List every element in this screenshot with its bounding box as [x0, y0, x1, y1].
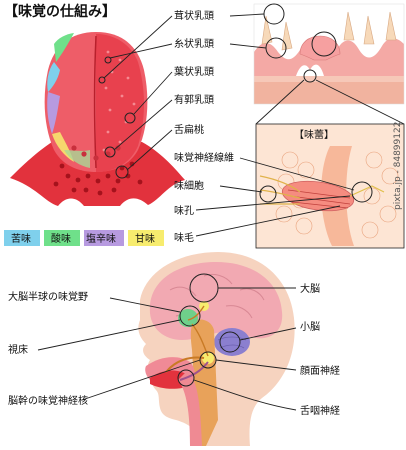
label-cerebellum: 小脳	[300, 321, 320, 333]
zone-sour-left	[54, 33, 74, 62]
taste-cell-marker	[259, 185, 277, 203]
nerve-fiber-marker	[351, 181, 373, 203]
nerve-fiber-leader	[239, 157, 355, 191]
page-title: 【味覚の仕組み】	[4, 3, 116, 20]
zone-salty	[47, 92, 60, 134]
brainstem-nucleus-spot	[202, 352, 214, 364]
label-facial-nerve: 顔面神経	[300, 364, 340, 377]
circumvallate-row	[71, 145, 121, 161]
gustatory-cortex-leader	[109, 297, 181, 313]
taste-pore-leader	[195, 195, 351, 211]
tonsil-marker	[115, 165, 129, 179]
filiform-spikes	[261, 11, 397, 51]
papillae-cross-section	[253, 3, 405, 105]
cerebellum-leader	[239, 327, 297, 341]
watermark-text: pixta.jp - 84899122	[393, 122, 403, 210]
section-marker-groove	[303, 69, 317, 83]
filiform-marker	[104, 56, 112, 64]
label-filiform: 糸状乳頭	[174, 37, 214, 50]
label-taste-cell: 味細胞	[174, 179, 204, 192]
label-nerve-fiber: 味覚神経線維	[174, 151, 234, 164]
taste-legend: 苦味 酸味 塩辛味 甘味	[4, 230, 164, 246]
taste-bud-body	[281, 180, 355, 212]
legend-label-salty: 塩辛味	[86, 232, 116, 245]
tonsil-leader	[126, 129, 173, 171]
circumvallate-marker	[104, 146, 116, 158]
label-foliate: 葉状乳頭	[174, 65, 214, 78]
legend-label-sour: 酸味	[51, 232, 71, 245]
legend-swatch-sweet	[128, 230, 164, 246]
brainstem-nucleus-leader	[81, 359, 201, 401]
glossopharyngeal-path	[179, 361, 209, 381]
label-glossopharyngeal: 舌咽神経	[300, 404, 340, 417]
label-thalamus: 視床	[8, 343, 28, 356]
thalamus-leader	[37, 319, 181, 351]
filiform-section-leader	[229, 43, 267, 49]
fungiform-section-leader	[229, 13, 265, 17]
section-marker-papilla	[311, 31, 337, 57]
label-taste-hair: 味毛	[174, 232, 194, 244]
label-gustatory-cortex: 大脳半球の味覚野	[8, 290, 88, 303]
pharynx-region	[10, 142, 185, 206]
taste-bud-header: 【味蕾】	[294, 128, 334, 141]
facial-nerve-leader	[215, 359, 297, 371]
label-taste-pore: 味孔	[174, 205, 194, 217]
taste-hair-leader	[195, 205, 341, 237]
tongue-right-half	[96, 34, 144, 172]
legend-swatch-sour	[44, 230, 80, 246]
legend-swatch-salty	[84, 230, 124, 246]
label-fungiform: 茸状乳頭	[174, 9, 214, 22]
label-tonsil: 舌扁桃	[174, 123, 204, 136]
zone-bitter	[47, 62, 60, 92]
cerebellum-marker	[219, 331, 241, 353]
legend-label-bitter: 苦味	[11, 232, 31, 245]
taste-cell-leader	[219, 185, 263, 193]
foliate-leader	[133, 71, 173, 115]
zoom-line-right	[315, 79, 405, 125]
glossopharyngeal-leader	[193, 379, 297, 411]
glossopharyngeal-marker	[177, 369, 195, 387]
taste-bud-panel: 【味蕾】	[255, 123, 405, 249]
filiform-leader	[109, 43, 173, 59]
label-cerebrum: 大脳	[300, 282, 320, 295]
fungiform-leader	[103, 15, 173, 79]
tongue-illustration	[10, 32, 185, 206]
circumvallate-leader	[113, 99, 173, 151]
papillae-dots	[102, 50, 136, 152]
label-brainstem-nucleus: 脳幹の味覚神経核	[8, 394, 88, 407]
legend-swatch-bitter	[4, 230, 40, 246]
fungiform-marker	[98, 76, 106, 84]
foliate-marker	[124, 112, 136, 124]
median-sulcus	[93, 35, 97, 169]
label-circumvallate: 有郭乳頭	[174, 93, 214, 106]
zoom-line-left	[255, 79, 305, 125]
gustatory-cortex-marker	[179, 305, 201, 327]
legend-label-sweet: 甘味	[135, 232, 155, 245]
